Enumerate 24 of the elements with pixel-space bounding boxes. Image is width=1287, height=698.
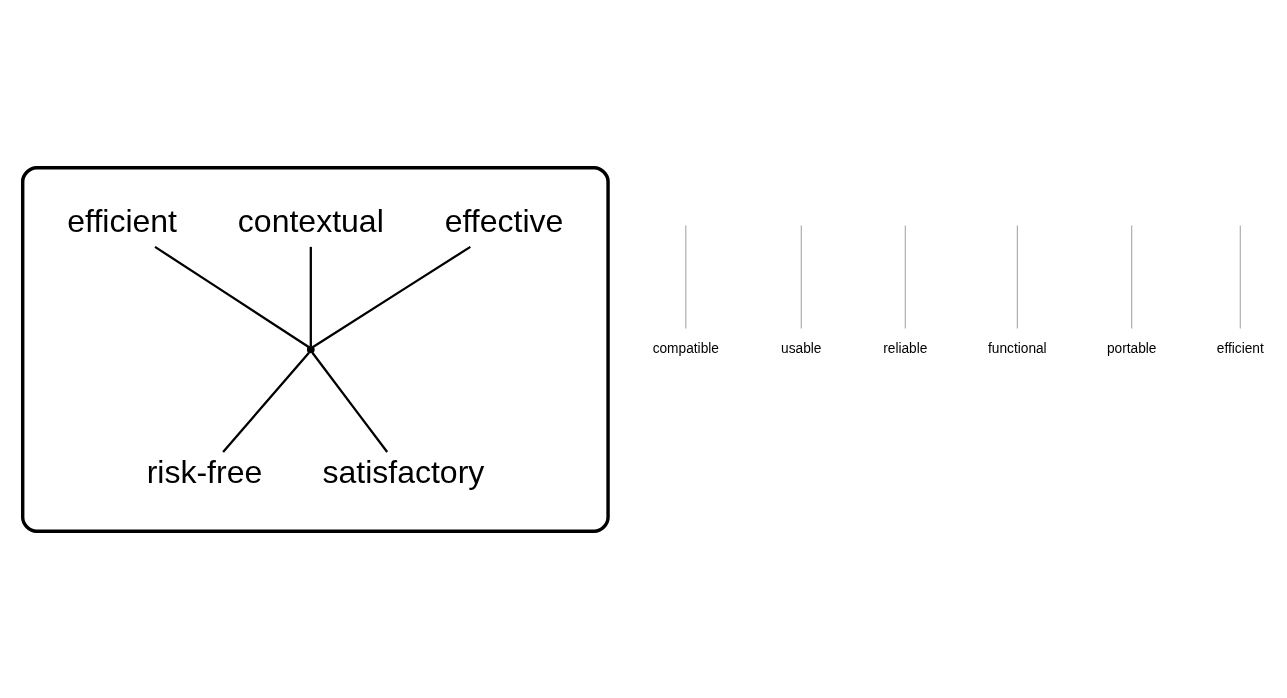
- node-text: portable: [1106, 340, 1157, 356]
- connector: [800, 224, 802, 329]
- node-text: compatible: [652, 340, 719, 356]
- node-point: [306, 345, 315, 353]
- node-text: satisfactory: [322, 453, 485, 490]
- connector: [904, 224, 906, 329]
- connector: [1016, 224, 1018, 329]
- node-text: contextual: [237, 202, 384, 239]
- cluster: [21, 165, 610, 533]
- node-text: effective: [444, 202, 564, 239]
- node-text: functional: [988, 340, 1047, 356]
- connector: [309, 246, 312, 346]
- connector: [1239, 224, 1241, 329]
- connector: [1131, 224, 1133, 329]
- node-text: usable: [781, 340, 822, 356]
- node-text: risk-free: [146, 453, 263, 490]
- connector: [311, 351, 389, 453]
- connector: [312, 245, 471, 348]
- node-text: reliable: [883, 340, 928, 356]
- connector: [685, 224, 687, 329]
- connector: [154, 245, 310, 348]
- connector: [222, 351, 310, 453]
- node-text: efficient: [1216, 340, 1264, 356]
- node-text: efficient: [67, 202, 178, 239]
